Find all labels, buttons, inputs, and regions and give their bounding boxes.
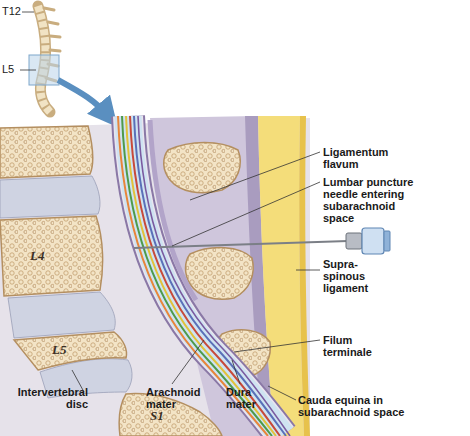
vertebra-label: L5 xyxy=(52,344,82,356)
vertebral-body xyxy=(14,332,127,370)
zoom-arrow xyxy=(58,80,110,118)
nerve-root xyxy=(126,116,276,436)
subarachnoid-space xyxy=(128,116,282,436)
vertebral-body xyxy=(0,216,103,296)
needle-hub xyxy=(346,233,362,249)
part-label: Lumbar puncture needle entering subarach… xyxy=(323,176,419,224)
leader-lines xyxy=(72,152,320,400)
leader-line xyxy=(172,340,204,384)
leader-line xyxy=(268,386,296,400)
intervertebral-disc xyxy=(8,292,115,338)
needle-cap xyxy=(384,231,390,251)
leader-line xyxy=(296,270,320,271)
nerve-root xyxy=(134,116,286,436)
needle-shaft xyxy=(134,241,348,248)
dura-mater xyxy=(128,116,282,436)
spinous-process xyxy=(164,143,241,193)
part-label: Dura mater xyxy=(226,386,268,410)
lumbar-puncture-needle xyxy=(134,228,390,254)
leader-line xyxy=(190,152,320,200)
part-label: Ligamentum flavum xyxy=(323,146,405,170)
vertebral-body xyxy=(0,126,93,178)
leader-line xyxy=(20,70,36,71)
leader-line xyxy=(172,182,320,246)
nerve-root xyxy=(118,116,268,436)
leader-line xyxy=(22,12,34,13)
part-label: Arachnoid mater xyxy=(146,386,210,410)
ligamentum-flavum xyxy=(150,120,196,300)
intervertebral-disc xyxy=(0,176,100,218)
leader-line xyxy=(232,360,240,384)
vertebra-label: S1 xyxy=(150,410,180,422)
part-label: Intervertebral disc xyxy=(2,386,88,410)
nerve-root xyxy=(130,116,280,436)
spinal-canal xyxy=(118,116,290,436)
part-label: Supra- spinous ligament xyxy=(323,258,385,294)
needle-hub xyxy=(362,228,384,254)
skin xyxy=(299,116,310,436)
arachnoid-mater xyxy=(128,116,282,436)
vertebra-label: L5 xyxy=(2,63,22,75)
filum-terminale xyxy=(138,116,290,436)
leader-line xyxy=(234,340,320,352)
spine-overview xyxy=(20,6,110,118)
spinous-process xyxy=(186,248,254,300)
part-label: Filum terminale xyxy=(323,334,385,358)
part-label: Cauda equina in subarachnoid space xyxy=(298,394,410,418)
vertebra-label: L4 xyxy=(30,250,60,262)
vertebra-label: T12 xyxy=(2,5,26,17)
nerve-root xyxy=(122,116,272,436)
